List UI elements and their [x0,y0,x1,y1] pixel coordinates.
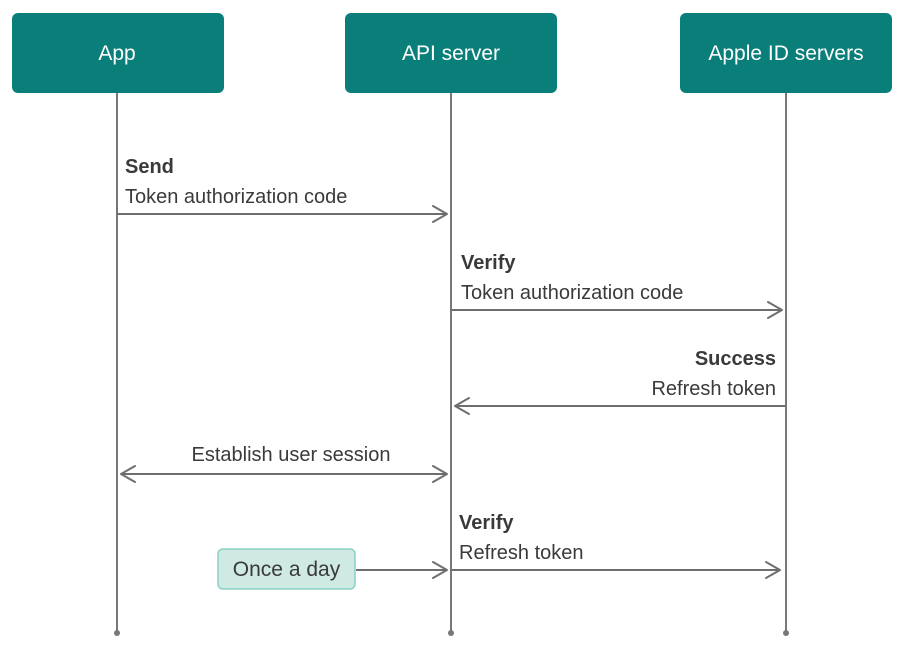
message-verify-token-subtitle: Refresh token [459,542,584,564]
actor-api-label: API server [402,42,500,65]
message-success-arrowhead [454,397,470,415]
message-verify-token-arrowhead [765,561,781,579]
note-box [217,548,356,590]
message-verify-code-subtitle: Token authorization code [461,282,683,304]
message-success-title: Success [695,348,776,370]
actor-app-box [12,13,224,93]
apple-lifeline-end [783,630,789,636]
actor-app: App [12,13,224,93]
message-send-arrowhead [432,205,448,223]
message-verify-code: Verify Token authorization code [451,252,783,319]
note-label: Once a day [233,558,341,581]
actor-apple-box [680,13,892,93]
note-once-a-day: Once a day [217,548,448,590]
message-establish-session: Establish user session [120,444,448,483]
message-session-right-arrowhead [432,465,448,483]
actor-api-server: API server [345,13,557,93]
message-verify-code-title: Verify [461,252,516,274]
actor-apple-label: Apple ID servers [708,42,863,65]
message-session-left-arrowhead [120,465,136,483]
message-send: Send Token authorization code [117,156,448,223]
message-verify-token: Verify Refresh token [451,512,781,579]
message-success: Success Refresh token [454,348,786,415]
message-verify-token-title: Verify [459,512,514,534]
note-arrowhead [432,561,448,579]
message-verify-code-arrowhead [767,301,783,319]
message-send-title: Send [125,156,174,178]
message-success-subtitle: Refresh token [651,378,776,400]
actor-app-label: App [98,42,135,65]
actor-api-box [345,13,557,93]
app-lifeline-end [114,630,120,636]
message-session-label: Establish user session [192,444,391,466]
message-send-subtitle: Token authorization code [125,186,347,208]
actor-apple-id-servers: Apple ID servers [680,13,892,93]
api-lifeline-end [448,630,454,636]
